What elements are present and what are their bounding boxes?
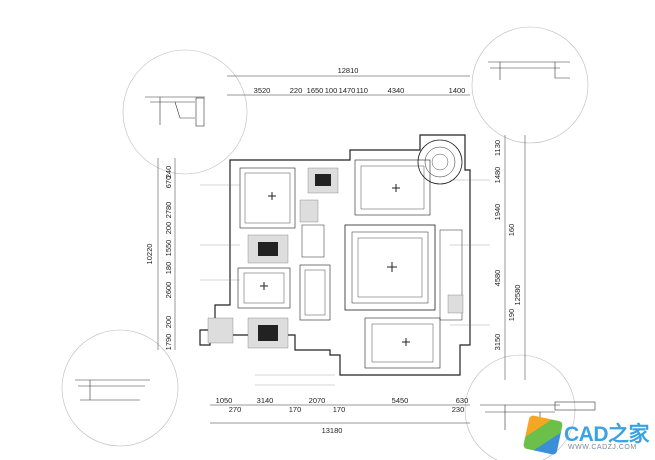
tile-areas (207, 167, 464, 349)
dim-left: 200 (164, 316, 173, 329)
dim-right: 4580 (493, 270, 502, 287)
dim-left: 1790 (164, 334, 173, 351)
detail-sections (75, 61, 596, 440)
dim-bottom-total: 13180 (322, 426, 343, 435)
watermark-url: WWW.CADZJ.COM (568, 444, 637, 451)
dim-top: 1400 (449, 86, 466, 95)
dim-left: 1550 (164, 240, 173, 257)
dim-bottom: 3140 (257, 396, 274, 405)
dim-left: 670 (164, 176, 173, 189)
watermark-brand: CAD之家 (564, 423, 650, 446)
floor-plan (199, 134, 471, 376)
watermark-logo-icon (522, 414, 564, 456)
light-fixtures (260, 184, 410, 346)
dim-top: 220 (290, 86, 303, 95)
dim-bottom: 2070 (309, 396, 326, 405)
dim-bottom: 630 (456, 396, 469, 405)
dim-left: 2780 (164, 202, 173, 219)
dim-right: 1940 (493, 204, 502, 221)
dim-top-total: 12810 (338, 66, 359, 75)
dim-left: 240 (164, 166, 173, 179)
dim-bottom: 270 (229, 405, 242, 414)
dim-bottom: 170 (289, 405, 302, 414)
dim-top: 1650 (307, 86, 324, 95)
dim-bottom: 1050 (216, 396, 233, 405)
dim-left: 180 (164, 262, 173, 275)
dim-top: 100 (325, 86, 338, 95)
dim-top: 3520 (254, 86, 271, 95)
dim-right: 190 (507, 309, 516, 322)
dimension-lines (157, 75, 526, 424)
dim-right: 1130 (493, 140, 502, 156)
dim-top: 110 (356, 86, 368, 95)
dim-bottom: 5450 (392, 396, 409, 405)
dim-right: 3150 (493, 334, 502, 351)
dim-left: 200 (164, 222, 173, 235)
dim-right: 160 (507, 224, 516, 237)
annotation-leaders (200, 179, 490, 386)
dim-bottom: 170 (333, 405, 346, 414)
dim-top: 1470 (339, 86, 356, 95)
dim-right-total: 12580 (513, 285, 522, 306)
tile-centers (258, 174, 331, 341)
dim-left: 2600 (164, 282, 173, 299)
dim-right: 1480 (493, 167, 502, 184)
dim-left-total: 10220 (145, 244, 154, 265)
dim-bottom: 230 (452, 405, 465, 414)
dim-top: 4340 (388, 86, 405, 95)
